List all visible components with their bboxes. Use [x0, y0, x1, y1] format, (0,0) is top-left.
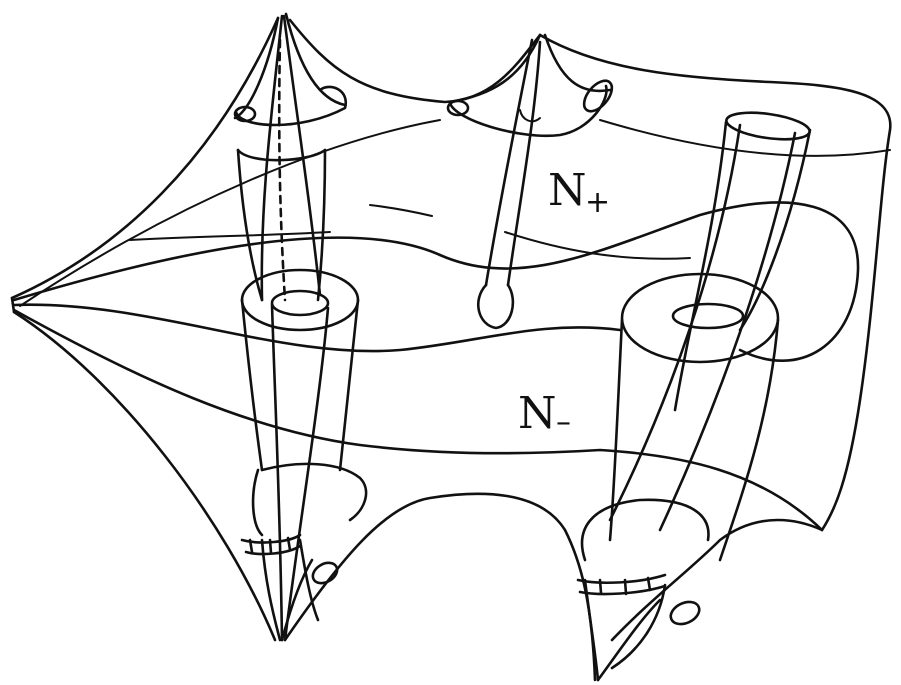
label-n-minus: N – — [518, 388, 571, 440]
surface-waves — [14, 120, 890, 530]
label-n-plus-sign: + — [585, 185, 610, 220]
label-n-minus-letter: N — [518, 388, 557, 439]
right-lower-cusp — [578, 500, 708, 680]
outer-boundary — [12, 18, 890, 680]
label-n-plus: N + — [548, 165, 610, 220]
label-n-minus-sign: – — [556, 405, 571, 440]
middle-cusp — [448, 35, 617, 328]
left-upper-cusp — [235, 14, 346, 300]
label-n-plus-letter: N — [548, 165, 587, 216]
